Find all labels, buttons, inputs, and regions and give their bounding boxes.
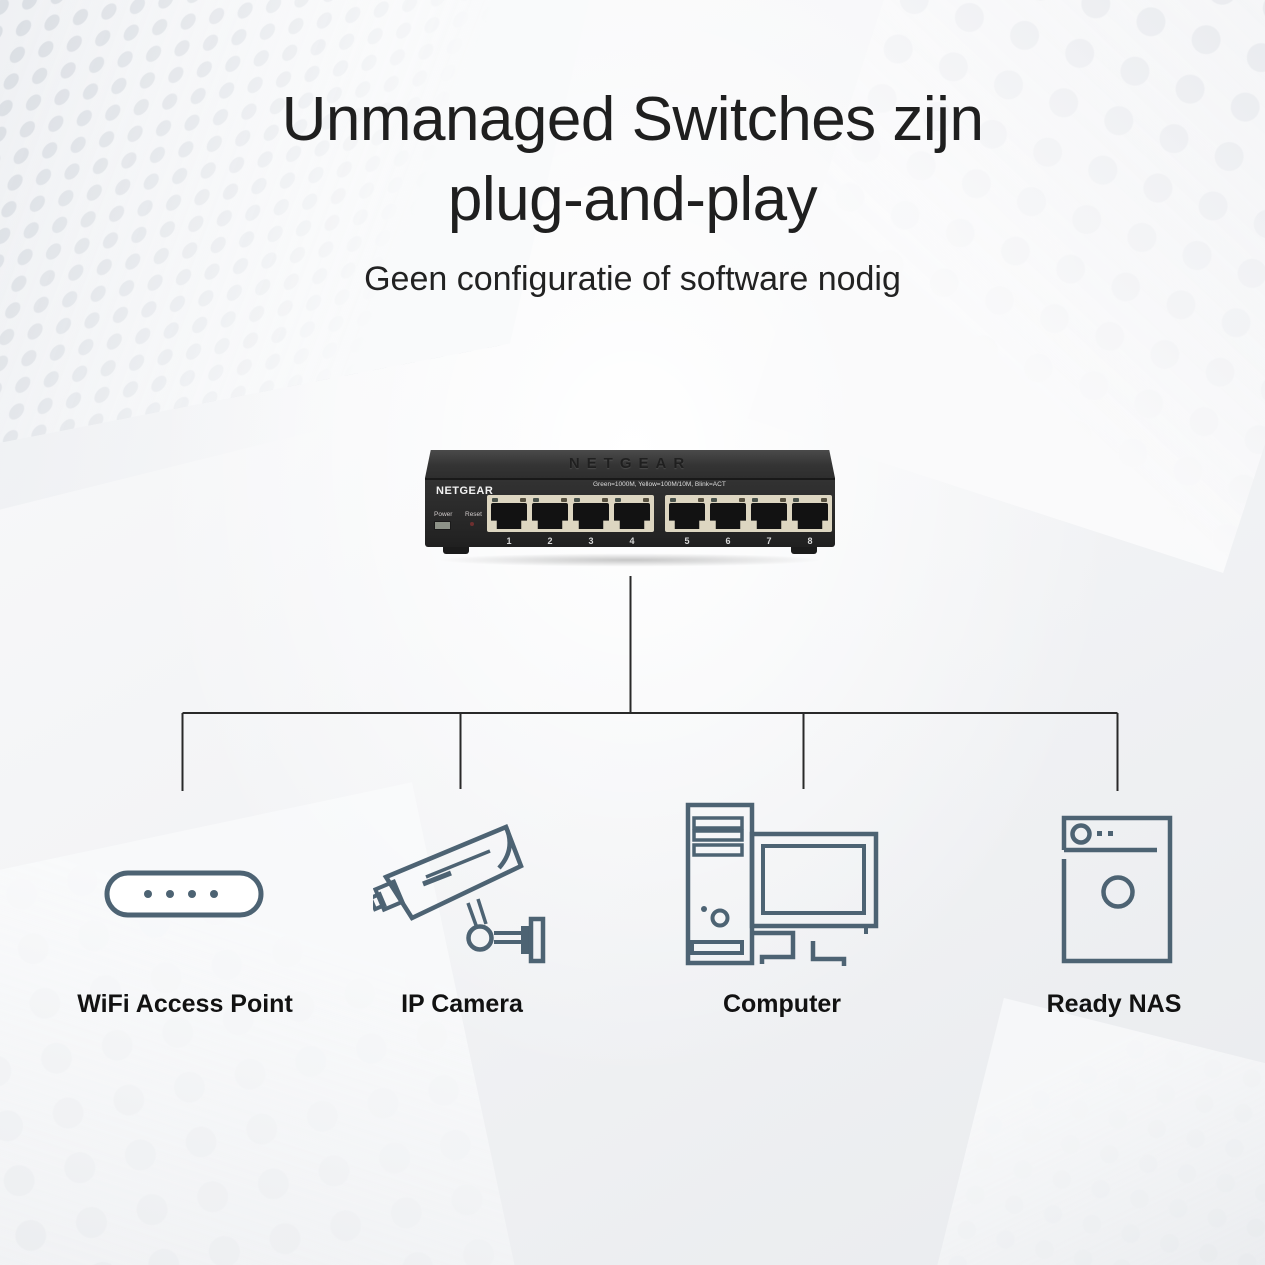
port-number: 4 bbox=[629, 536, 635, 546]
rj45-jack-icon bbox=[614, 503, 650, 529]
switch-top-face: NETGEAR bbox=[425, 450, 835, 478]
rj45-jack-icon bbox=[669, 503, 705, 529]
rj45-jack-icon bbox=[751, 503, 787, 529]
wifi-access-point-icon bbox=[104, 870, 264, 918]
port-led-icons bbox=[710, 498, 746, 503]
page-title-line1: Unmanaged Switches zijn bbox=[281, 85, 984, 154]
device-label-computer: Computer bbox=[722, 990, 842, 1018]
port-number: 1 bbox=[506, 536, 512, 546]
ip-camera-icon bbox=[373, 813, 558, 981]
reset-button bbox=[470, 522, 474, 526]
device-label-ip-camera: IP Camera bbox=[401, 990, 523, 1018]
port-jack bbox=[532, 498, 568, 529]
port-bezel bbox=[487, 495, 654, 532]
rj45-jack-icon bbox=[710, 503, 746, 529]
switch-led-legend: Green=1000M, Yellow=100M/10M, Blink=ACT bbox=[593, 481, 726, 488]
switch-shadow bbox=[431, 553, 829, 567]
port-group: 5 6 7 8 bbox=[665, 495, 832, 546]
switch-power-label: Power bbox=[434, 511, 453, 518]
page-title-line2: plug-and-play bbox=[447, 165, 818, 234]
rj45-jack-icon bbox=[792, 503, 828, 529]
switch-foot bbox=[443, 547, 469, 554]
port-group: 1 2 3 4 bbox=[487, 495, 654, 546]
switch-foot bbox=[791, 547, 817, 554]
page-subtitle: Geen configuratie of software nodig bbox=[364, 260, 901, 298]
rj45-jack-icon bbox=[491, 503, 527, 529]
switch-reset-control: Reset bbox=[465, 511, 482, 526]
port-number: 2 bbox=[547, 536, 553, 546]
computer-icon bbox=[680, 800, 880, 968]
port-led-icons bbox=[532, 498, 568, 503]
power-led bbox=[434, 521, 451, 530]
port-led-icons bbox=[792, 498, 828, 503]
port-jack bbox=[710, 498, 746, 529]
switch-ports: 1 2 3 4 5 6 7 bbox=[487, 495, 832, 546]
port-number-row: 1 2 3 4 bbox=[487, 532, 654, 546]
port-number: 6 bbox=[725, 536, 731, 546]
device-label-wifi-access-point: WiFi Access Point bbox=[77, 990, 293, 1018]
port-number: 7 bbox=[766, 536, 772, 546]
port-led-icons bbox=[669, 498, 705, 503]
page-title: Unmanaged Switches zijn plug-and-play bbox=[0, 80, 1265, 240]
network-switch-device: NETGEAR NETGEAR Green=1000M, Yellow=100M… bbox=[425, 450, 835, 567]
port-number-row: 5 6 7 8 bbox=[665, 532, 832, 546]
switch-power-indicator: Power bbox=[434, 511, 452, 530]
rj45-jack-icon bbox=[532, 503, 568, 529]
port-led-icons bbox=[573, 498, 609, 503]
switch-feet bbox=[425, 547, 835, 554]
port-jack bbox=[669, 498, 705, 529]
port-number: 3 bbox=[588, 536, 594, 546]
port-number: 5 bbox=[684, 536, 690, 546]
port-bezel bbox=[665, 495, 832, 532]
port-jack bbox=[573, 498, 609, 529]
port-led-icons bbox=[614, 498, 650, 503]
port-jack bbox=[614, 498, 650, 529]
port-jack bbox=[491, 498, 527, 529]
port-led-icons bbox=[491, 498, 527, 503]
port-led-icons bbox=[751, 498, 787, 503]
port-number: 8 bbox=[807, 536, 813, 546]
switch-reset-label: Reset bbox=[465, 511, 482, 518]
ready-nas-icon bbox=[1060, 813, 1176, 965]
switch-brand-label: NETGEAR bbox=[436, 485, 494, 497]
rj45-jack-icon bbox=[573, 503, 609, 529]
switch-top-brand: NETGEAR bbox=[568, 455, 692, 472]
device-label-ready-nas: Ready NAS bbox=[1046, 990, 1182, 1018]
port-jack bbox=[751, 498, 787, 529]
switch-front-face: NETGEAR Green=1000M, Yellow=100M/10M, Bl… bbox=[425, 478, 835, 547]
port-jack bbox=[792, 498, 828, 529]
